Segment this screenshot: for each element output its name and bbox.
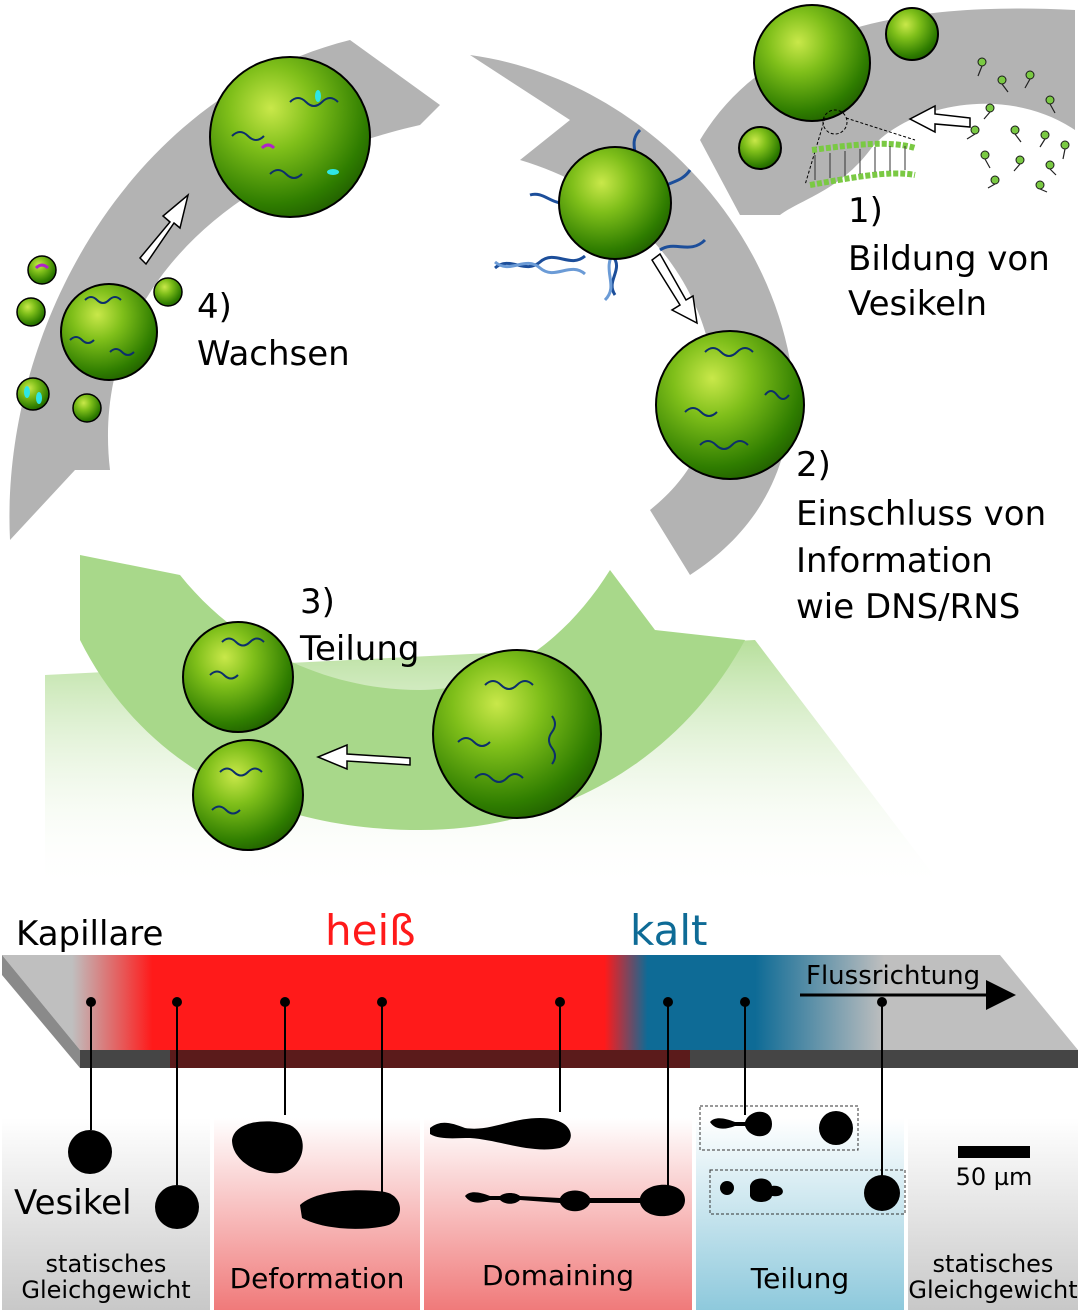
static-right-line1: statisches (933, 1250, 1054, 1278)
arrow-step3 (316, 743, 411, 771)
domaining-label: Domaining (482, 1259, 634, 1292)
step4-number: 4) (197, 287, 232, 327)
division-boxes (699, 1105, 906, 1215)
static-left-line2: Gleichgewicht (21, 1276, 190, 1304)
leader-lines (90, 1002, 883, 1195)
leader-dots (86, 997, 887, 1007)
step2-label: 2) Einschluss von Information wie DNS/RN… (796, 445, 1046, 627)
scale-bar: 50 µm (956, 1146, 1033, 1191)
scale-label: 50 µm (956, 1163, 1033, 1191)
step3-number: 3) (300, 582, 335, 622)
step2-line3: wie DNS/RNS (796, 587, 1020, 627)
flow-label: Flussrichtung (806, 961, 980, 991)
step3-line1: Teilung (299, 629, 419, 669)
arrow-step2 (651, 252, 698, 325)
step1-line2: Vesikeln (848, 284, 987, 324)
cold-label: kalt (630, 906, 707, 955)
division-label: Teilung (750, 1262, 849, 1295)
step2-vesicle-filled (655, 330, 805, 480)
step4-label: 4) Wachsen (197, 287, 350, 374)
step2-vesicle-top (558, 146, 672, 260)
step2-line1: Einschluss von (796, 494, 1046, 534)
static-right-line2: Gleichgewicht (908, 1276, 1077, 1304)
static-left-line1: statisches (46, 1250, 167, 1278)
deformation-label: Deformation (230, 1262, 405, 1295)
step2-line2: Information (796, 541, 993, 581)
vesicle-silhouettes (68, 1111, 900, 1229)
step4-line1: Wachsen (197, 334, 350, 374)
capillary-label: Kapillare (16, 914, 163, 954)
capillary-tube (2, 955, 1078, 1068)
step1-number: 1) (848, 191, 883, 231)
step3-daughter-vesicles (182, 621, 304, 851)
step3-mother-vesicle (432, 649, 602, 819)
arrow-step4 (138, 192, 190, 266)
vesicle-label: Vesikel (14, 1183, 132, 1223)
membrane-zoom (804, 109, 916, 188)
arrow-lipids-to-vesicle (908, 104, 971, 134)
step2-number: 2) (796, 445, 831, 485)
flow-direction: Flussrichtung (800, 961, 1016, 1010)
lipid-molecules (966, 57, 1070, 193)
step1-line1: Bildung von (848, 239, 1050, 279)
capillary-labels: Kapillare heiß kalt (16, 906, 707, 955)
step1-vesicles (738, 4, 939, 170)
step1-label: 1) Bildung von Vesikeln (848, 191, 1050, 324)
step4-vesicle-small (60, 283, 158, 381)
step4-small-vesicles (16, 255, 183, 423)
hot-label: heiß (325, 906, 416, 955)
panel-domaining: Domaining (424, 1118, 692, 1310)
step3-label: 3) Teilung (299, 582, 419, 669)
step4-vesicle-large (209, 56, 371, 218)
